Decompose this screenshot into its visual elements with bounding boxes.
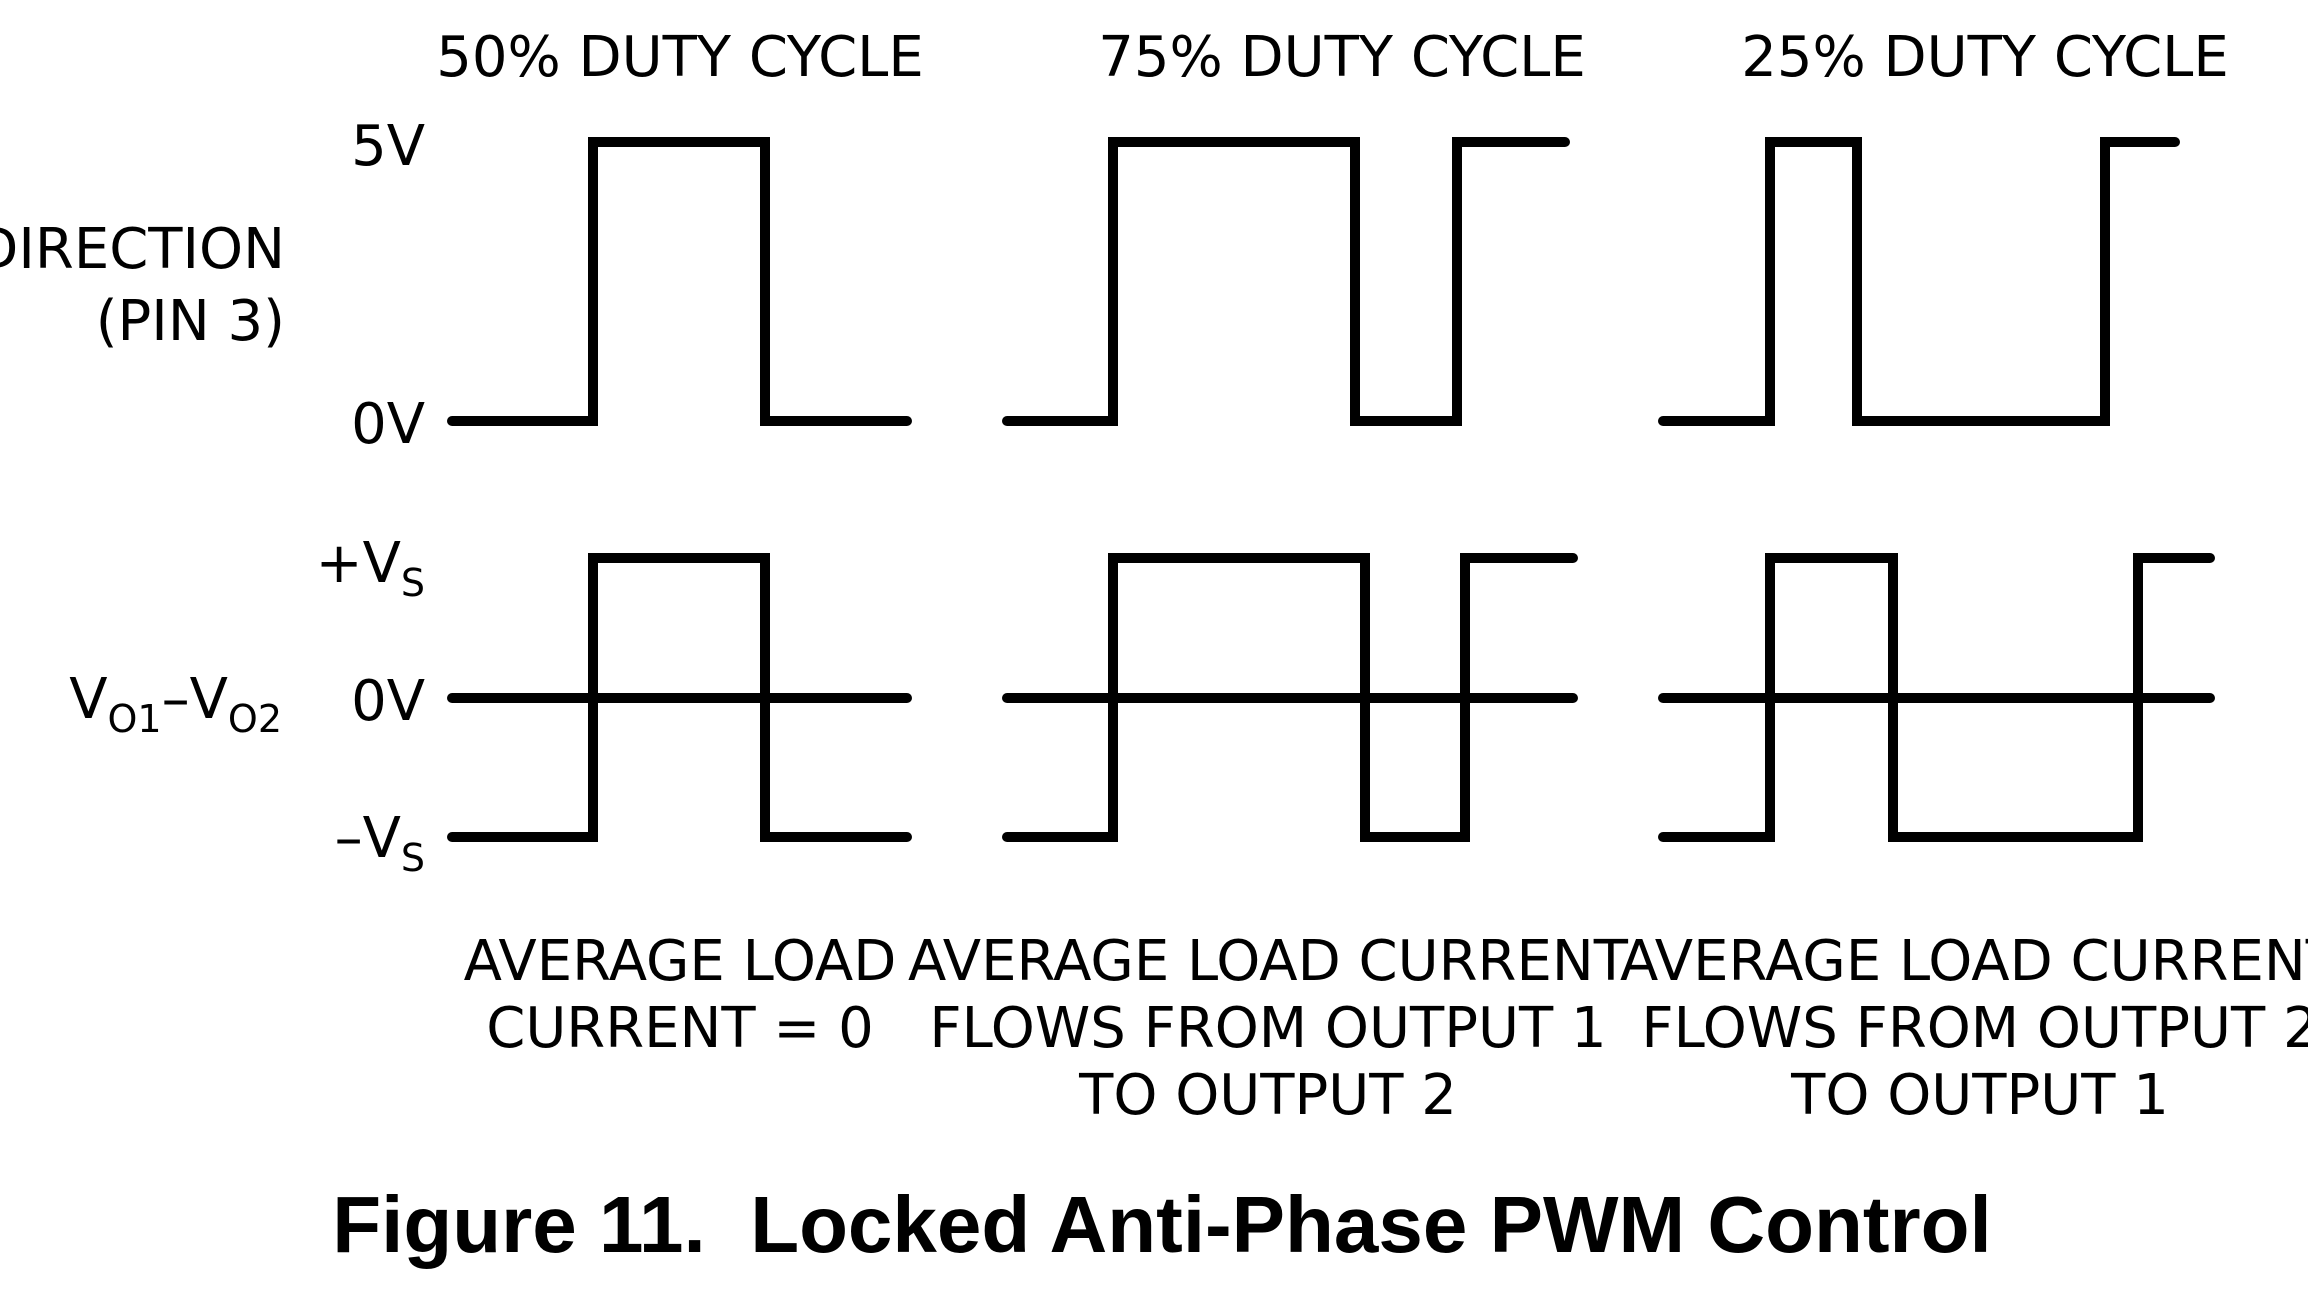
output-waveform-25 bbox=[1658, 553, 2215, 842]
output-high-level: +VS bbox=[316, 531, 425, 605]
figure-caption: Figure 11. Locked Anti-Phase PWM Control bbox=[332, 1180, 1991, 1269]
header-75-duty: 75% DUTY CYCLE bbox=[1098, 25, 1586, 90]
direction-high-level: 5V bbox=[351, 114, 425, 179]
output-waveform-75 bbox=[1002, 553, 1578, 842]
direction-label: DIRECTION bbox=[0, 217, 285, 282]
direction-waveform-75 bbox=[1002, 137, 1570, 426]
direction-pin-label: (PIN 3) bbox=[96, 289, 285, 354]
direction-waveform-50 bbox=[447, 137, 912, 426]
caption-25-line2: FLOWS FROM OUTPUT 2 bbox=[1641, 996, 2308, 1061]
output-zero-level: 0V bbox=[351, 669, 425, 734]
output-label: VO1–VO2 bbox=[69, 667, 282, 741]
caption-25-line3: TO OUTPUT 1 bbox=[1790, 1063, 2169, 1128]
caption-75-line1: AVERAGE LOAD CURRENT bbox=[908, 929, 1629, 994]
header-50-duty: 50% DUTY CYCLE bbox=[436, 25, 924, 90]
output-waveform-50 bbox=[447, 553, 912, 842]
caption-50-line2: CURRENT = 0 bbox=[486, 996, 874, 1061]
header-25-duty: 25% DUTY CYCLE bbox=[1741, 25, 2229, 90]
caption-75-line3: TO OUTPUT 2 bbox=[1078, 1063, 1457, 1128]
caption-25-line1: AVERAGE LOAD CURRENT bbox=[1620, 929, 2308, 994]
direction-waveform-25 bbox=[1658, 137, 2180, 426]
output-low-level: –VS bbox=[335, 806, 425, 880]
caption-75-line2: FLOWS FROM OUTPUT 1 bbox=[929, 996, 1606, 1061]
caption-50-line1: AVERAGE LOAD bbox=[464, 929, 897, 994]
direction-low-level: 0V bbox=[351, 392, 425, 457]
